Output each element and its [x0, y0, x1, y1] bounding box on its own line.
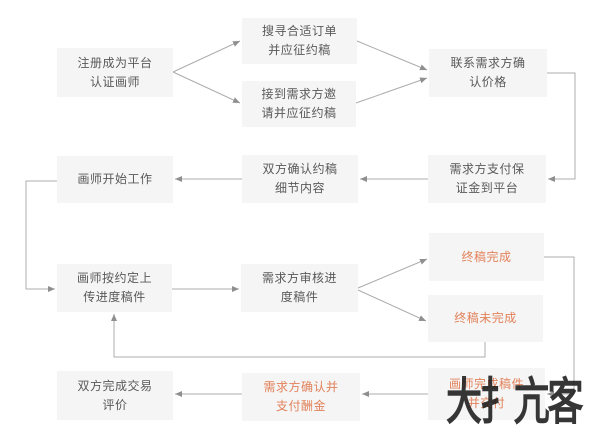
node-confirm-payment: 需求方确认并 支付酬金 — [242, 373, 360, 421]
node-register: 注册成为平台 认证画师 — [57, 48, 173, 97]
node-deliver-final: 画师完成稿件 并交付 — [428, 368, 545, 420]
node-receive-invite: 接到需求方邀 请并应征约稿 — [242, 81, 356, 127]
node-upload-progress: 画师按约定上 传进度稿件 — [57, 264, 172, 312]
node-pay-deposit: 需求方支付保 证金到平台 — [428, 155, 546, 203]
node-final-incomplete: 终稿未完成 — [428, 295, 543, 342]
node-search-orders: 搜寻合适订单 并应征约稿 — [242, 18, 357, 64]
node-complete-evaluation: 双方完成交易 评价 — [57, 371, 173, 420]
node-confirm-details: 双方确认约稿 细节内容 — [242, 155, 358, 203]
node-review-progress: 需求方审核进 度稿件 — [241, 264, 358, 312]
node-start-work: 画师开始工作 — [57, 156, 173, 203]
node-final-complete: 终稿完成 — [429, 233, 544, 281]
node-contact-price: 联系需求方确 认价格 — [429, 49, 547, 97]
